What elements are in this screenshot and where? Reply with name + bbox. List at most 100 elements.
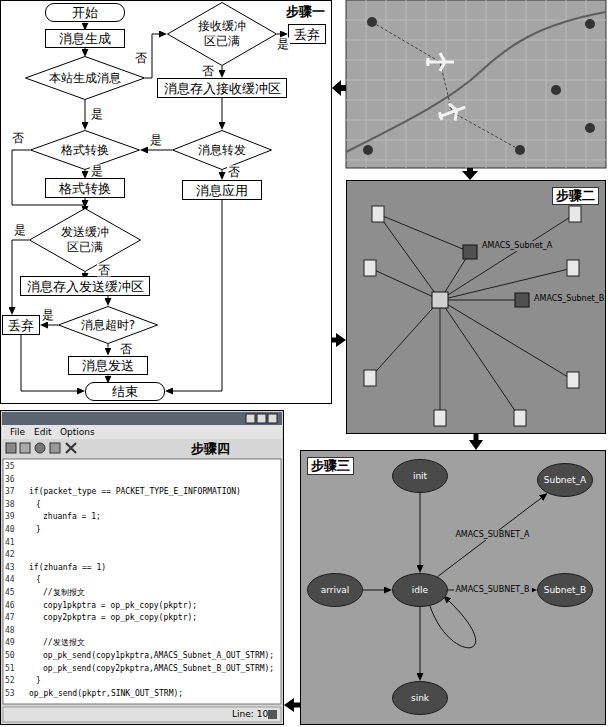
diamond-shape: [30, 209, 141, 272]
node-label: 消息转发: [198, 143, 246, 158]
network-illustration: [569, 206, 581, 222]
subnet-label: AMACS_Subnet_B: [533, 294, 605, 304]
step-heading: 步骤二: [552, 187, 599, 205]
node-label: 丢弃: [8, 318, 34, 333]
map-arrows: [332, 80, 341, 96]
code-window: [3, 707, 281, 722]
code-line: zhuanfa = 1;: [43, 512, 101, 522]
code-line: op_pk_send(copy1pkptra,AMACS_Subnet_A_OU…: [43, 651, 274, 661]
node-label: 发送缓冲区已满: [60, 225, 110, 255]
network-illustration: [434, 410, 446, 426]
diamond-shape: [31, 131, 140, 170]
node-label: Subnet_A: [544, 475, 587, 486]
branch-label: 是: [90, 108, 104, 121]
code-window: [0, 410, 284, 725]
flow-arrow: [48, 325, 58, 326]
code-window: [2, 425, 282, 439]
flow-arrow: [108, 344, 109, 348]
process-box: 消息发送: [68, 356, 148, 375]
terminal-box: 结束: [85, 382, 165, 401]
code-line: //复制报文: [43, 588, 85, 598]
code-window: [268, 414, 277, 423]
process-box: 丢弃: [2, 315, 40, 335]
code-window: [20, 443, 30, 453]
line-number: 50: [5, 651, 15, 661]
ellipse-shape: [538, 574, 593, 607]
ellipse-shape: [538, 464, 593, 497]
state-illustration: [430, 601, 476, 648]
network-illustration: [346, 180, 606, 434]
decision-diamond: 消息超时?: [58, 306, 158, 344]
code-window: [35, 443, 45, 453]
step-heading: 步骤一: [286, 4, 325, 20]
line-number: 48: [5, 626, 15, 636]
line-number: 47: [5, 613, 15, 623]
map-arrows: [341, 85, 346, 91]
state-circle: Subnet_B: [537, 573, 593, 607]
flow-arrow: [108, 296, 109, 298]
code-line: copy2pkptra = op_pk_copy(pkptr);: [43, 613, 197, 623]
map-illustration: [346, 0, 606, 168]
branch-label: 否: [119, 343, 133, 356]
network-illustration: [370, 214, 575, 418]
branch-label: 是: [90, 165, 104, 178]
map-illustration: [426, 53, 454, 71]
map-illustration: [436, 99, 468, 125]
network-illustration: [432, 292, 448, 308]
decision-diamond: 本站生成消息: [25, 56, 145, 100]
code-line: if(packet_type == PACKET_TYPE_E_INFORMAT…: [29, 487, 241, 497]
map-illustration: [426, 53, 454, 71]
ellipse-shape: [393, 682, 448, 715]
map-illustration: [372, 22, 520, 150]
line-number: 40: [5, 525, 15, 535]
state-circle: sink: [392, 681, 448, 715]
line-number: 45: [5, 588, 15, 598]
code-line: {: [36, 500, 41, 510]
code-line: copy1pkptra = op_pk_copy(pkptr);: [43, 601, 197, 611]
line-number: 36: [5, 475, 15, 485]
state-circle: arrival: [307, 573, 363, 607]
branch-label: 否: [227, 166, 241, 179]
step-heading: 步骤三: [307, 457, 354, 475]
map-illustration: [346, 0, 606, 168]
line-number: 35: [5, 462, 15, 472]
node-label: 接收缓冲区已满: [197, 19, 247, 49]
line-number: 37: [5, 487, 15, 497]
node-label: 丢弃: [294, 27, 320, 42]
branch-label: 是: [276, 38, 290, 51]
process-box: 消息应用: [182, 180, 262, 200]
process-box: 消息存入接收缓冲区: [157, 78, 287, 98]
node-label: 消息存入发送缓冲区: [27, 279, 144, 294]
node-label: init: [413, 471, 427, 482]
flow-arrow: [173, 200, 222, 391]
menu-item: File: [10, 427, 25, 438]
map-arrows: [332, 80, 478, 180]
flow-arrow: [108, 375, 109, 376]
code-line: {: [36, 575, 41, 585]
code-line: }: [36, 525, 41, 535]
transition-arrow: [420, 493, 421, 565]
node-label: 结束: [112, 384, 138, 399]
map-illustration: [551, 85, 561, 95]
node-label: 消息超时?: [81, 318, 135, 333]
flow-arrow: [85, 22, 86, 23]
code-window: [257, 414, 266, 423]
map-illustration: [346, 0, 606, 168]
network-illustration: [567, 372, 579, 388]
map-illustration: [585, 19, 595, 29]
status-text: Line: 10: [232, 709, 268, 720]
ellipse-shape: [308, 574, 363, 607]
map-illustration: [515, 145, 525, 155]
code-line: if(zhuanfa == 1): [29, 563, 106, 573]
code-line: op_pk_send(pkptr,SINK_OUT_STRM);: [29, 689, 183, 699]
panel-ground: [0, 0, 332, 404]
map-illustration: [585, 123, 595, 133]
ellipse-shape: [393, 460, 448, 493]
branch-label: 是: [41, 309, 55, 322]
state-illustration: [300, 450, 606, 725]
decision-diamond: 接收缓冲区已满: [167, 2, 277, 66]
node-label: 格式转换: [59, 181, 111, 196]
branch-label: 否: [11, 132, 25, 145]
diamond-shape: [59, 307, 158, 344]
